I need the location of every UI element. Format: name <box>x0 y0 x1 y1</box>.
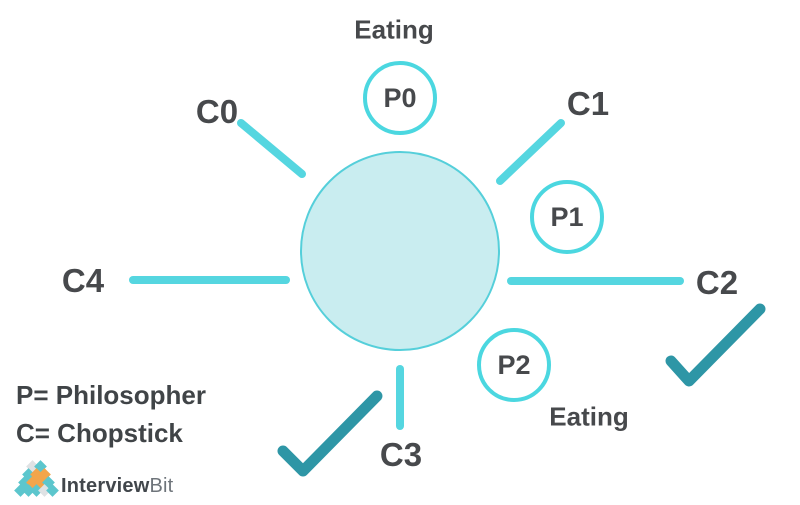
chopstick-label-c4: C4 <box>61 262 105 299</box>
chopstick-line-c1 <box>496 119 565 185</box>
chopstick-label-c0: C0 <box>195 93 239 130</box>
brand-wordmark: InterviewBit <box>61 475 173 498</box>
philosopher-circle-p2: P2 <box>477 328 551 402</box>
chopstick-line-c0 <box>237 119 306 178</box>
philosopher-label-p2: P2 <box>497 349 531 380</box>
brand-name-secondary: Bit <box>149 475 174 497</box>
eating-label-top: Eating <box>354 14 434 45</box>
philosopher-circle-p0: P0 <box>363 61 437 135</box>
table-circle <box>300 151 500 351</box>
check-icon <box>665 303 766 387</box>
eating-label-bottom: Eating <box>549 401 629 432</box>
brand-name-primary: Interview <box>61 475 150 497</box>
philosopher-label-p0: P0 <box>383 82 417 113</box>
philosopher-label-p1: P1 <box>550 201 584 232</box>
philosopher-circle-p1: P1 <box>530 180 604 254</box>
chopstick-label-c3: C3 <box>379 436 423 473</box>
chopstick-label-c2: C2 <box>695 264 739 301</box>
chopstick-label-c1: C1 <box>566 85 610 122</box>
check-icon <box>277 390 383 477</box>
legend-philosopher: P= Philosopher <box>16 380 206 410</box>
legend-chopstick: C= Chopstick <box>16 418 183 448</box>
diamond-pyramid-icon <box>14 460 62 501</box>
